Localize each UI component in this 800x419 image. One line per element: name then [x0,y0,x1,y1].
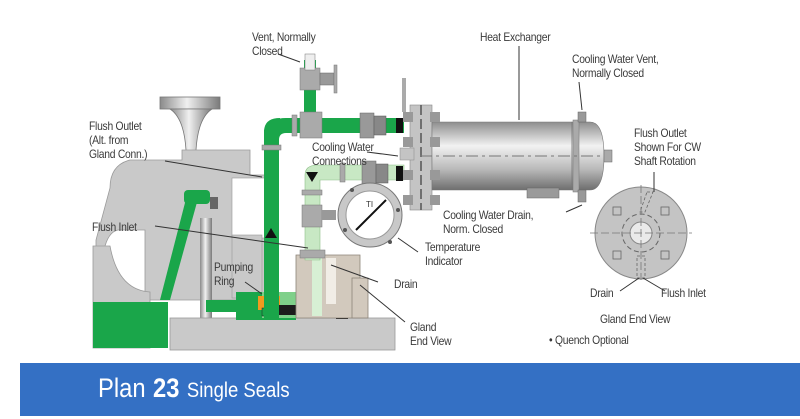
label-vent-normally-closed: Vent, Normally Closed [252,30,316,58]
label-cooling-water-vent: Cooling Water Vent, Normally Closed [572,52,659,80]
gland [295,254,369,319]
svg-text:TI: TI [366,200,373,209]
gland-end-view [590,185,692,280]
label-drain: Drain [394,277,418,291]
label-heat-exchanger: Heat Exchanger [480,30,551,44]
label-pumping-ring: Pumping Ring [214,260,253,288]
label-quench-optional: • Quench Optional [549,333,629,347]
banner-title: Plan 23 Single Seals [98,373,290,404]
banner-plan-word: Plan [98,373,146,403]
label-end-view-flush-inlet: Flush Inlet [661,286,706,300]
label-temperature-indicator: Temperature Indicator [425,240,481,268]
flush-piping [261,53,404,320]
label-end-view-drain: Drain [590,286,614,300]
label-flush-outlet-cw: Flush Outlet Shown For CW Shaft Rotation [634,126,701,168]
flush-return-piping [299,160,405,261]
flow-arrow-down-icon [306,172,318,182]
title-banner: Plan 23 Single Seals [20,363,800,416]
flow-arrow-up-icon [265,228,277,238]
banner-subtitle: Single Seals [186,379,290,402]
label-flush-outlet-alt: Flush Outlet (Alt. from Gland Conn.) [89,119,148,161]
plan-23-piping-diagram: TI [92,46,692,351]
label-cooling-water-connections: Cooling Water Connections [312,140,374,168]
label-cooling-water-drain: Cooling Water Drain, Norm. Closed [443,208,534,236]
pump-casing [92,96,269,349]
label-gland-end-view-left: Gland End View [410,320,452,348]
shaft-sleeve [169,317,396,351]
leader-lines [154,46,666,323]
heat-exchanger [399,78,613,211]
banner-plan-number: 23 [153,373,180,403]
label-flush-inlet: Flush Inlet [92,220,137,234]
label-gland-end-view: Gland End View [600,312,671,326]
temperature-indicator: TI [337,182,403,248]
